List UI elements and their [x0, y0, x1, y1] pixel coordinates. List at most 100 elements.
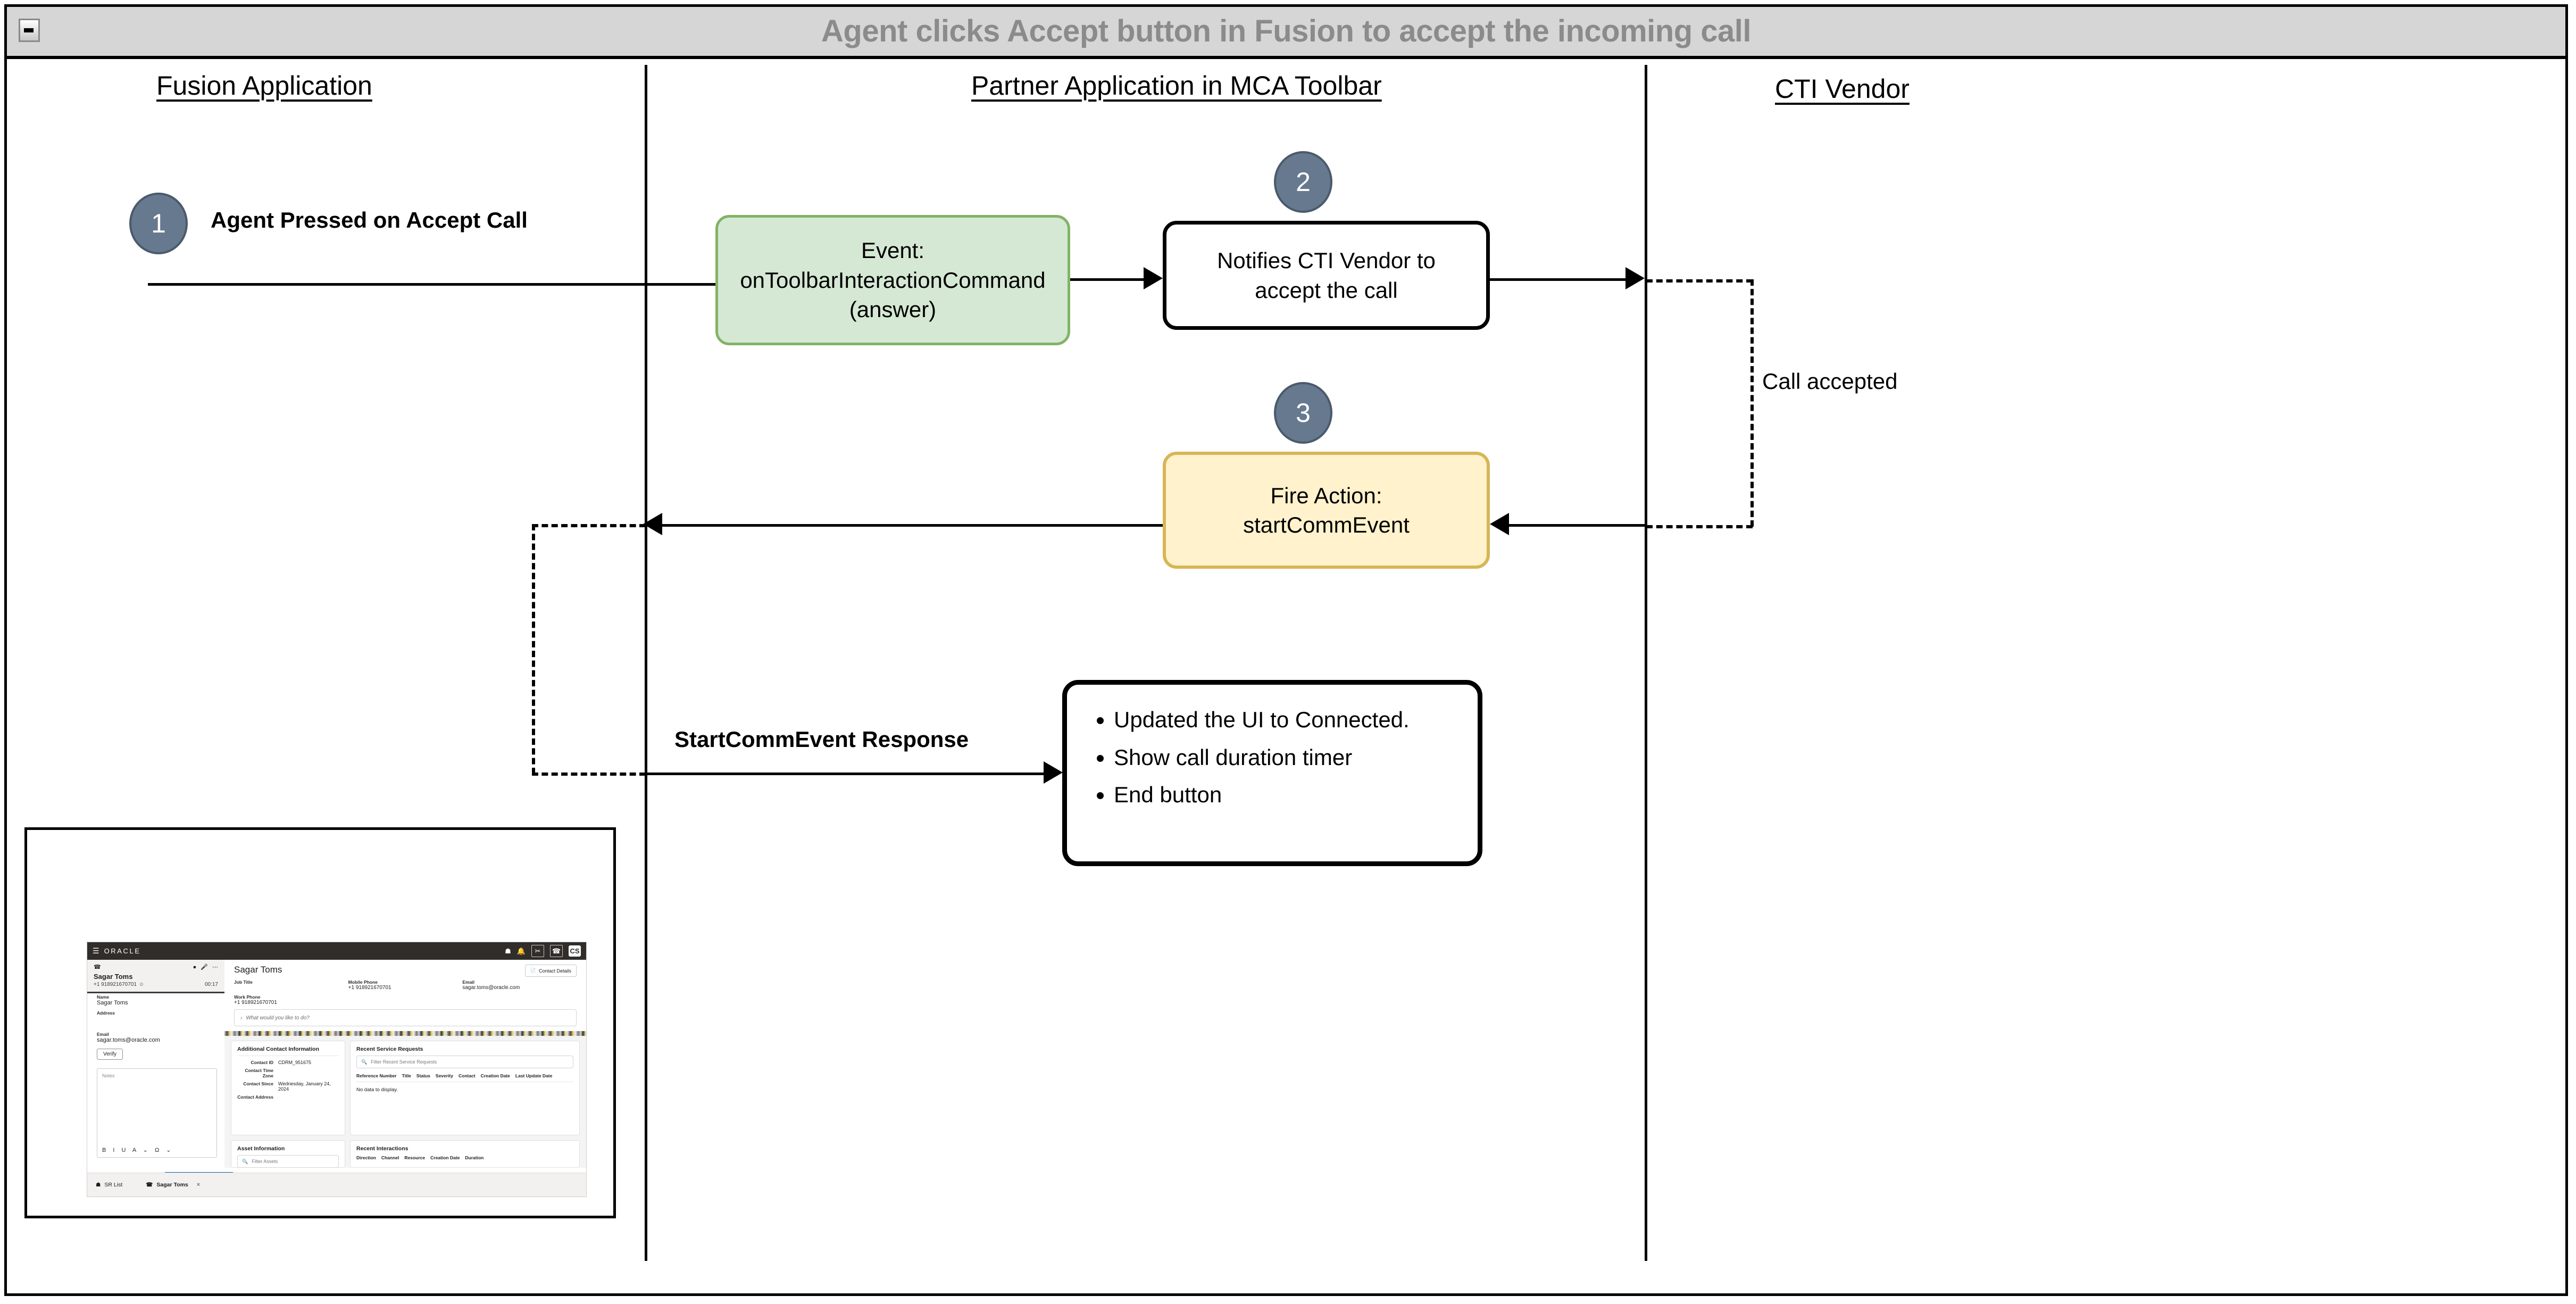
contact-details-button[interactable]: 📄 Contact Details — [524, 965, 577, 977]
chevron-right-icon: › — [240, 1015, 243, 1021]
col-channel[interactable]: Channel — [381, 1155, 399, 1160]
home-icon[interactable]: ☗ — [505, 947, 511, 955]
fire-action-box: Fire Action: startCommEvent — [1163, 452, 1490, 569]
panel-field-name: Name Sagar Toms — [87, 993, 224, 1009]
info-icon[interactable]: ● — [193, 964, 197, 970]
call-header: ☎ ● 🎤 ⋯ Sagar Toms +1 918921670701 ☺ 00:… — [87, 960, 224, 993]
column-header-fusion-application: Fusion Application — [156, 71, 372, 101]
cards-row-2: Asset Information 🔍 Filter Assets Recent… — [224, 1135, 586, 1168]
scissors-icon[interactable]: ✂ — [531, 945, 544, 957]
page-title: Agent clicks Accept button in Fusion to … — [821, 14, 1751, 48]
aci-label-contact-since: Contact Since — [243, 1081, 273, 1086]
recent-interactions-card: Recent Interactions Direction Channel Re… — [350, 1140, 580, 1168]
notify-cti-box: Notifies CTI Vendor to accept the call — [1163, 221, 1490, 330]
fire-box-line-2: startCommEvent — [1243, 512, 1410, 537]
tab-sagar-toms-label: Sagar Toms — [156, 1182, 188, 1188]
col-creation-date[interactable]: Creation Date — [480, 1073, 510, 1078]
edge-fire-to-fusion — [662, 524, 1163, 527]
edge-event-to-notify — [1070, 278, 1145, 281]
contact-field-row-2: Work Phone +1 918921670701 — [224, 994, 586, 1006]
notes-placeholder: Notes — [102, 1073, 115, 1078]
step-badge-2: 2 — [1274, 151, 1332, 213]
asset-filter-input[interactable]: 🔍 Filter Assets — [237, 1155, 339, 1168]
additional-contact-title: Additional Contact Information — [237, 1046, 319, 1052]
panel-value-email: sagar.toms@oracle.com — [97, 1037, 160, 1043]
call-panel: ☎ ● 🎤 ⋯ Sagar Toms +1 918921670701 ☺ 00:… — [87, 960, 225, 1173]
col-contact[interactable]: Contact — [458, 1073, 476, 1078]
recent-service-requests-card: Recent Service Requests 🔍 Filter Recent … — [350, 1041, 580, 1135]
aci-row-contact-since: Contact Since Wednesday, January 24, 202… — [237, 1081, 339, 1092]
dashed-cti-top — [1646, 279, 1753, 283]
asset-filter-placeholder: Filter Assets — [252, 1159, 278, 1164]
fire-box-line-1: Fire Action: — [1270, 483, 1382, 508]
aci-value-contact-since: Wednesday, January 24, 2024 — [278, 1081, 331, 1092]
notify-box-line-1: Notifies CTI Vendor to — [1217, 248, 1436, 273]
col-duration[interactable]: Duration — [465, 1155, 484, 1160]
outcome-bullet-3: End button — [1114, 780, 1456, 810]
verify-button[interactable]: Verify — [97, 1049, 123, 1060]
dashed-fusion-vertical — [532, 524, 535, 774]
recent-service-requests-filter-placeholder: Filter Recent Service Requests — [371, 1059, 437, 1065]
collapse-icon[interactable] — [19, 19, 40, 42]
close-icon[interactable]: × — [196, 1182, 201, 1188]
edge-fusion-to-event — [148, 283, 715, 286]
col-interaction-creation-date[interactable]: Creation Date — [430, 1155, 460, 1160]
contact-details-label: Contact Details — [538, 968, 571, 974]
microphone-icon[interactable]: 🎤 — [201, 964, 208, 970]
additional-contact-information-card: Additional Contact Information Contact I… — [231, 1041, 345, 1135]
field-work-phone: Work Phone +1 918921670701 — [234, 994, 348, 1006]
contact-title: Sagar Toms — [234, 965, 282, 975]
dashed-fusion-top — [532, 524, 646, 527]
col-severity[interactable]: Severity — [435, 1073, 453, 1078]
col-direction[interactable]: Direction — [356, 1155, 376, 1160]
col-title[interactable]: Title — [402, 1073, 411, 1078]
event-box: Event: onToolbarInteractionCommand (answ… — [715, 215, 1070, 345]
more-options-icon[interactable]: ⋯ — [212, 964, 218, 970]
recent-service-requests-filter-input[interactable]: 🔍 Filter Recent Service Requests — [356, 1056, 573, 1068]
aci-label-contact-time-zone: Contact Time Zone — [245, 1068, 273, 1078]
aci-row-contact-id: Contact ID CDRM_951675 — [237, 1060, 339, 1065]
tab-sr-list-label: SR List — [104, 1182, 123, 1188]
cards-row-1: Additional Contact Information Contact I… — [224, 1036, 586, 1135]
arrowhead-fusion-to-bullets — [1044, 761, 1063, 784]
notes-input[interactable]: Notes B I U A ⌄ Ω ⌄ — [97, 1068, 217, 1158]
asset-information-title: Asset Information — [237, 1145, 285, 1152]
aci-row-contact-time-zone: Contact Time Zone — [237, 1068, 339, 1078]
col-status[interactable]: Status — [416, 1073, 430, 1078]
col-resource[interactable]: Resource — [404, 1155, 426, 1160]
phone-icon: ☎ — [146, 1182, 153, 1188]
phone-icon[interactable]: ☎ — [550, 945, 563, 957]
label-email: Email — [462, 979, 475, 985]
edge-label-call-accepted: Call accepted — [1762, 369, 1898, 394]
search-icon: 🔍 — [361, 1059, 368, 1065]
ask-input[interactable]: › What would you like to do? — [234, 1009, 577, 1026]
aci-value-contact-address — [278, 1094, 339, 1100]
phone-icon: ☎ — [94, 964, 101, 970]
recent-service-requests-empty-message: No data to display. — [356, 1087, 398, 1093]
panel-value-address — [97, 1016, 215, 1022]
value-work-phone: +1 918921670701 — [234, 1000, 277, 1006]
column-header-cti-vendor: CTI Vendor — [1775, 74, 1910, 104]
panel-field-email: Email sagar.toms@oracle.com — [87, 1031, 224, 1046]
app-topbar: ☰ ORACLE ☗ 🔔 ✂ ☎ CS — [87, 942, 586, 960]
notify-box-line-2: accept the call — [1255, 277, 1398, 303]
embedded-app-screenshot: ☰ ORACLE ☗ 🔔 ✂ ☎ CS ☎ ● 🎤 — [87, 942, 587, 1197]
bell-icon[interactable]: 🔔 — [516, 947, 526, 955]
aci-label-contact-address: Contact Address — [237, 1094, 273, 1100]
dashed-cti-bottom — [1646, 525, 1753, 528]
home-icon: ☗ — [96, 1182, 101, 1188]
label-mobile-phone: Mobile Phone — [348, 979, 378, 985]
tab-sr-list[interactable]: ☗ SR List — [96, 1182, 122, 1188]
topbar-icons: ☗ 🔔 ✂ ☎ CS — [505, 945, 581, 957]
person-icon: ☺ — [138, 982, 145, 987]
notes-format-toolbar[interactable]: B I U A ⌄ Ω ⌄ — [102, 1147, 174, 1153]
avatar[interactable]: CS — [569, 945, 581, 957]
search-icon: 🔍 — [242, 1158, 248, 1164]
recent-interactions-table-header: Direction Channel Resource Creation Date… — [356, 1155, 573, 1164]
field-job-title: Job Title — [234, 979, 348, 991]
event-box-line-1: Event: — [861, 238, 925, 263]
col-last-update-date[interactable]: Last Update Date — [515, 1073, 553, 1078]
call-contact-number: +1 918921670701 — [94, 982, 137, 987]
hamburger-icon[interactable]: ☰ — [93, 946, 99, 955]
tab-sagar-toms[interactable]: ☎ Sagar Toms × — [146, 1182, 200, 1188]
